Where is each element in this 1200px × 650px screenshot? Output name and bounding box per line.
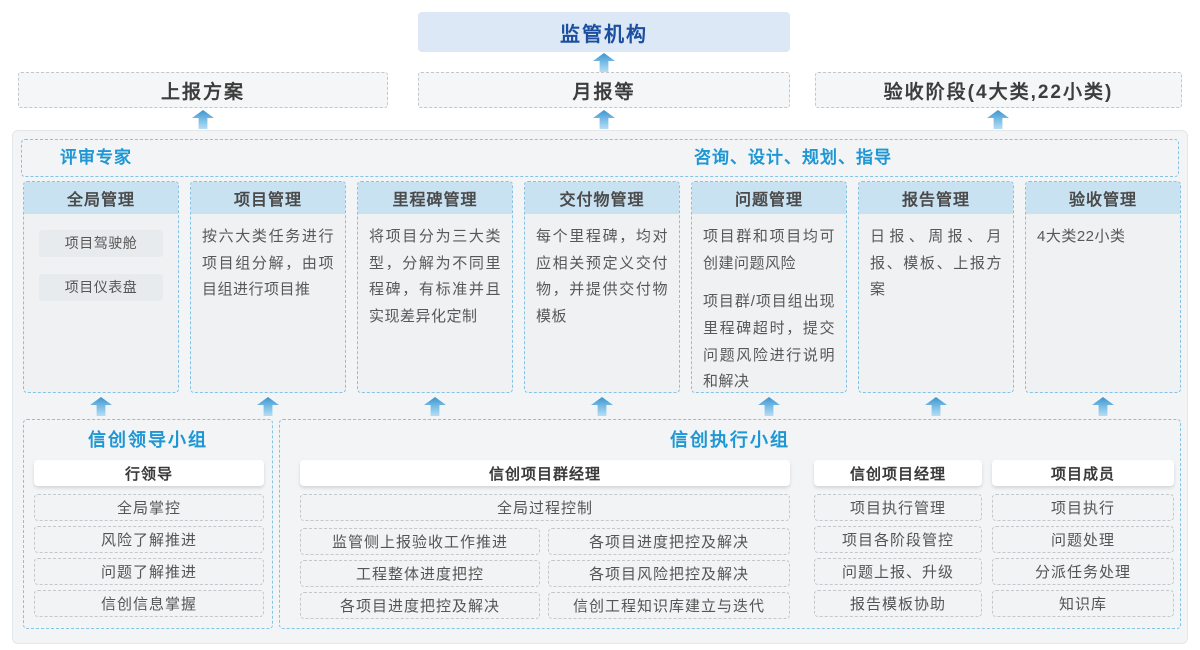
up-arrow-icon [1092,397,1114,416]
duty-item: 信创信息掌握 [34,590,264,617]
up-arrow-icon [987,110,1009,129]
regulator-box: 监管机构 [418,12,790,52]
channel-label: 月报等 [572,81,636,103]
column-deliverable-management: 交付物管理 每个里程碑，均对应相关预定义交付物，并提供交付物模板 [524,181,680,393]
channel-label: 上报方案 [160,81,245,103]
up-arrow-icon [90,397,112,416]
duty-item: 知识库 [992,590,1174,617]
execution-group-box: 信创执行小组 信创项目群经理 全局过程控制 监管侧上报验收工作推进 工程整体进度… [279,419,1181,629]
up-arrow-icon [758,397,780,416]
column-title: 项目管理 [191,182,345,214]
column-title: 验收管理 [1026,182,1180,214]
duty-item: 信创工程知识库建立与迭代 [548,592,790,619]
role-bank-leaders: 行领导 [34,460,264,486]
column-description: 日报、周报、月报、模板、上报方案 [870,228,1002,299]
group-title: 信创执行小组 [670,430,790,450]
role-program-manager: 信创项目群经理 [300,460,790,486]
channel-report-plan: 上报方案 [18,72,388,108]
duty-item: 工程整体进度把控 [300,560,540,587]
duty-item: 项目执行管理 [814,494,982,521]
column-title: 全局管理 [24,182,178,214]
channel-monthly-report: 月报等 [418,72,790,108]
tag-project-cockpit: 项目驾驶舱 [39,230,163,257]
column-milestone-management: 里程碑管理 将项目分为三大类型，分解为不同里程碑，有标准并且实现差异化定制 [357,181,513,393]
up-arrow-icon [257,397,279,416]
duty-item: 问题了解推进 [34,558,264,585]
up-arrow-icon [925,397,947,416]
duty-item: 各项目进度把控及解决 [300,592,540,619]
column-description: 项目群/项目组出现里程碑超时，提交问题风险进行说明和解决 [703,293,835,391]
duty-item: 项目各阶段管控 [814,526,982,553]
duty-item: 项目执行 [992,494,1174,521]
up-arrow-icon [424,397,446,416]
channel-label: 验收阶段(4大类,22小类) [883,81,1114,103]
duty-item: 分派任务处理 [992,558,1174,585]
duty-item: 全局掌控 [34,494,264,521]
column-acceptance-management: 验收管理 4大类22小类 [1025,181,1181,393]
up-arrow-icon [593,110,615,129]
duty-item: 问题上报、升级 [814,558,982,585]
channel-acceptance-phase: 验收阶段(4大类,22小类) [815,72,1182,108]
column-global-management: 全局管理 项目驾驶舱 项目仪表盘 [23,181,179,393]
up-arrow-icon [591,397,613,416]
column-description: 每个里程碑，均对应相关预定义交付物，并提供交付物模板 [536,228,668,326]
column-description: 按六大类任务进行项目组分解，由项目组进行项目推 [202,228,334,299]
column-description: 将项目分为三大类型，分解为不同里程碑，有标准并且实现差异化定制 [369,228,501,326]
duty-item: 报告模板协助 [814,590,982,617]
leadership-group-box: 信创领导小组 行领导 全局掌控 风险了解推进 问题了解推进 信创信息掌握 [23,419,273,629]
column-title: 报告管理 [859,182,1013,214]
role-project-member: 项目成员 [992,460,1174,486]
column-title: 里程碑管理 [358,182,512,214]
duty-item: 问题处理 [992,526,1174,553]
column-project-management: 项目管理 按六大类任务进行项目组分解，由项目组进行项目推 [190,181,346,393]
duty-item: 各项目进度把控及解决 [548,528,790,555]
regulator-label: 监管机构 [560,23,648,46]
tag-project-dashboard: 项目仪表盘 [39,274,163,301]
up-arrow-icon [192,110,214,129]
duty-item: 全局过程控制 [300,494,790,521]
column-description: 项目群和项目均可创建问题风险 [703,228,835,272]
platform-container: 评审专家 咨询、设计、规划、指导 全局管理 项目驾驶舱 项目仪表盘 项目管理 按… [12,130,1188,644]
column-report-management: 报告管理 日报、周报、月报、模板、上报方案 [858,181,1014,393]
column-issue-management: 问题管理 项目群和项目均可创建问题风险 项目群/项目组出现里程碑超时，提交问题风… [691,181,847,393]
group-title: 信创领导小组 [88,430,208,450]
column-description: 4大类22小类 [1037,228,1126,245]
role-project-manager: 信创项目经理 [814,460,982,486]
duty-item: 风险了解推进 [34,526,264,553]
experts-label: 评审专家 [60,148,132,167]
duty-item: 监管侧上报验收工作推进 [300,528,540,555]
up-arrow-icon [593,53,615,72]
consult-label: 咨询、设计、规划、指导 [694,148,892,167]
column-title: 问题管理 [692,182,846,214]
duty-item: 各项目风险把控及解决 [548,560,790,587]
experts-bar: 评审专家 咨询、设计、规划、指导 [21,139,1179,177]
column-title: 交付物管理 [525,182,679,214]
